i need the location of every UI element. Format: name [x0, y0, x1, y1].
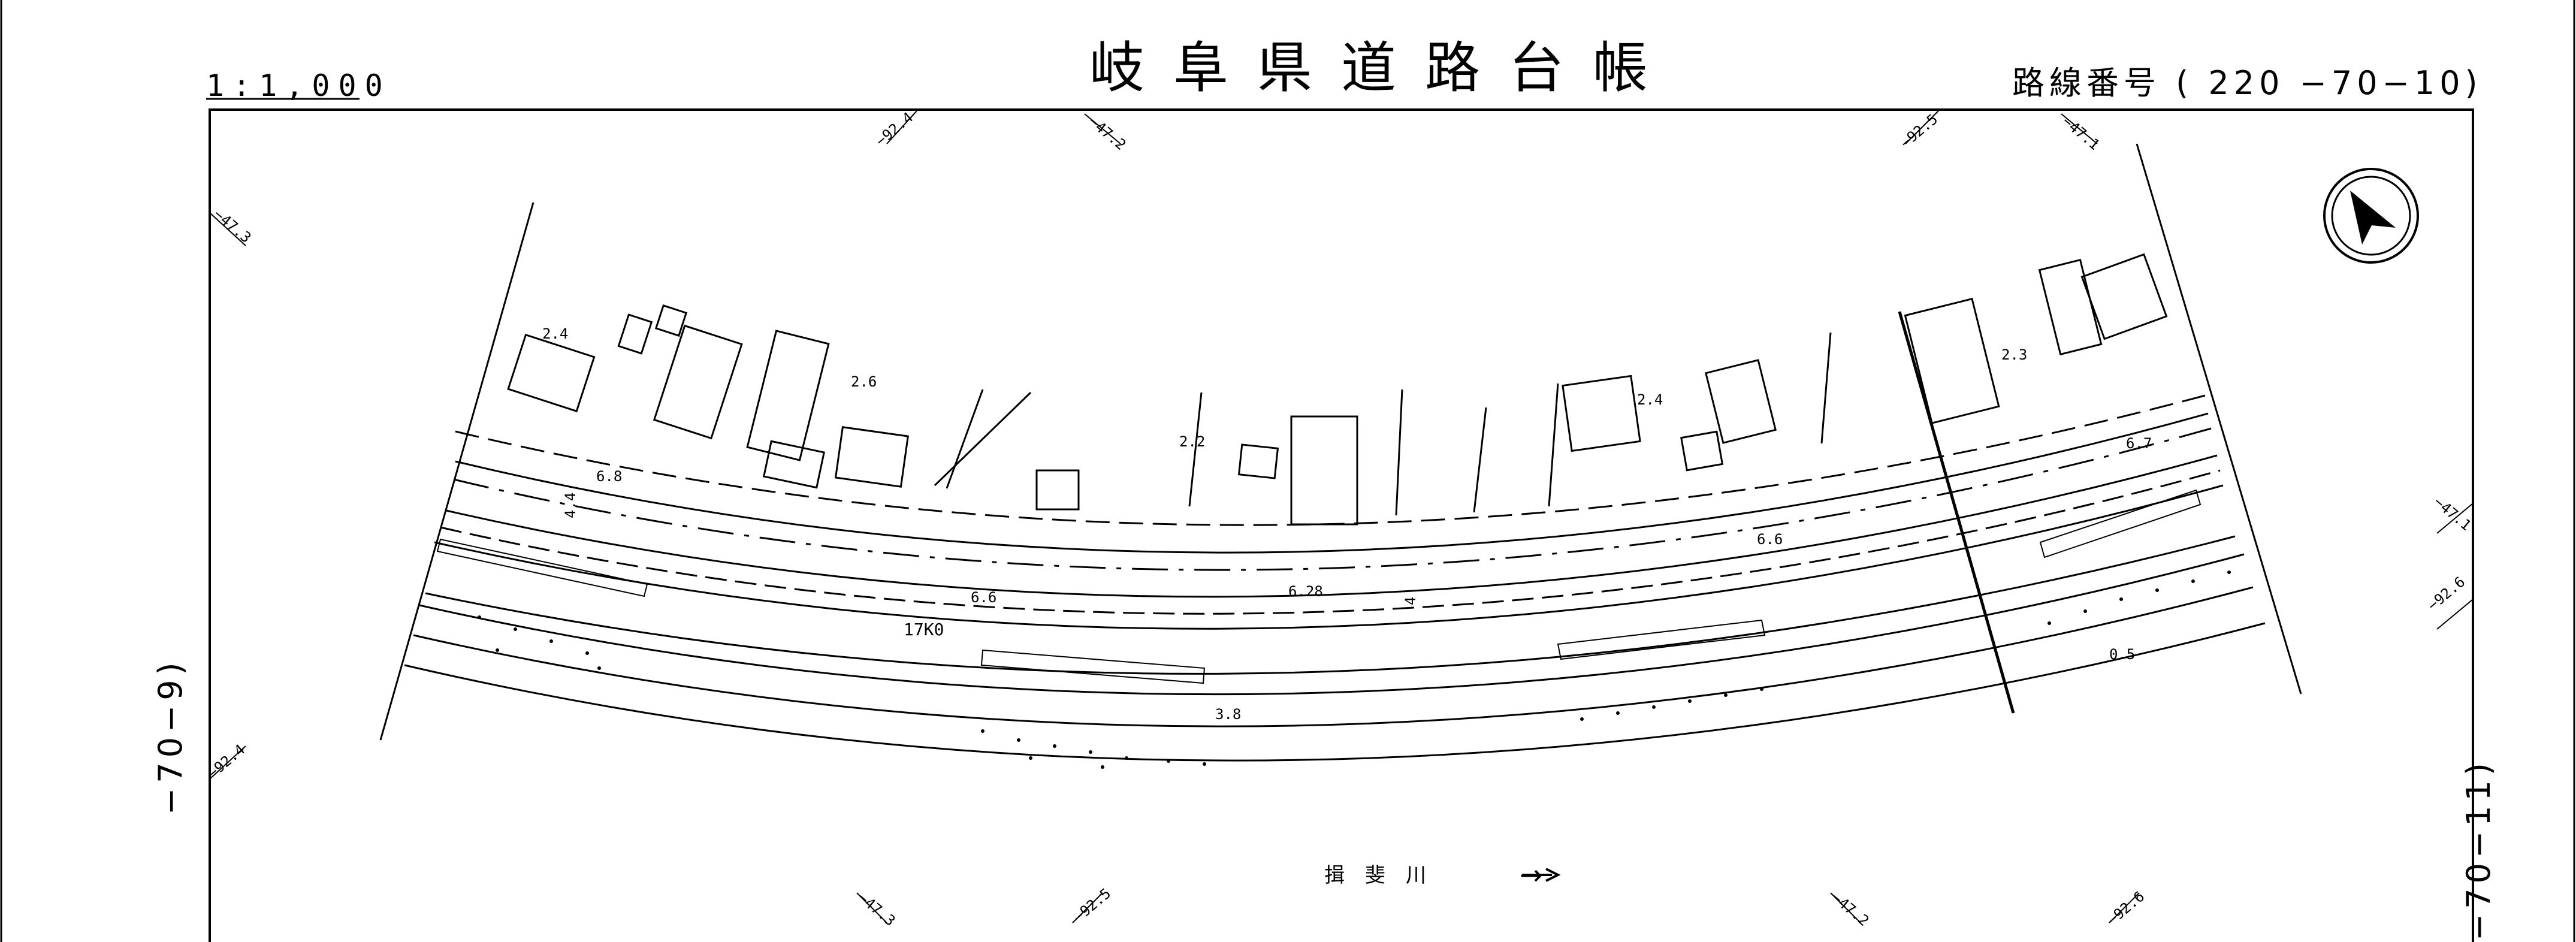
elevation-label: 2.2: [1179, 433, 1205, 450]
elevation-label: 6.6: [1757, 531, 1783, 548]
grid-label: −47.3: [854, 889, 898, 929]
elevation-label: 3.8: [1215, 706, 1241, 723]
grid-label: −47.2: [1085, 113, 1129, 153]
map-title: 岐阜県道路台帳: [1089, 36, 1677, 100]
route-number: 路線番号 ( 220 −70−10): [2012, 64, 2483, 102]
elevation-label: 2.3: [2001, 346, 2027, 363]
elevation-label: 0.5: [2109, 646, 2135, 663]
river-flow-arrow-icon: [1522, 868, 1561, 882]
hatched-strips: [436, 489, 2201, 684]
north-arrow-icon: [2323, 168, 2419, 264]
road-lines: [404, 394, 2266, 762]
elevation-label: 6.28: [1288, 583, 1323, 600]
grid-label: −47.2: [1828, 889, 1872, 929]
elevation-label: 2.4: [542, 325, 568, 342]
station-marker: 17K0: [904, 620, 944, 639]
grid-label: −92.5: [1070, 885, 1114, 926]
elevation-label: 6.7: [2126, 435, 2152, 452]
dimension-label: 4: [1402, 597, 1419, 605]
sand-strips: [478, 570, 2231, 769]
grid-label: −47.3: [210, 206, 254, 246]
grid-label: −92.4: [872, 109, 916, 150]
elevation-label: 2.4: [1637, 391, 1663, 408]
grid-label: −92.6: [2104, 888, 2148, 929]
grid-ticks: [209, 110, 2474, 923]
elevation-label: 2.6: [851, 373, 877, 390]
elevation-label: 6.6: [971, 589, 996, 606]
boundary-lines: [379, 143, 2302, 741]
grid-label: −92.5: [1897, 111, 1941, 152]
grid-label: −47.1: [2059, 113, 2103, 153]
river-flow-arrow: →: [1520, 859, 1543, 891]
scale-label: 1:1,000: [206, 68, 391, 103]
building-outlines: [507, 253, 2168, 526]
elevation-label: 6.8: [596, 468, 622, 485]
river-label: 揖 斐 川: [1324, 864, 1426, 887]
grid-label: −47.1: [2430, 493, 2474, 534]
dimension-label: 4.4: [562, 493, 579, 518]
